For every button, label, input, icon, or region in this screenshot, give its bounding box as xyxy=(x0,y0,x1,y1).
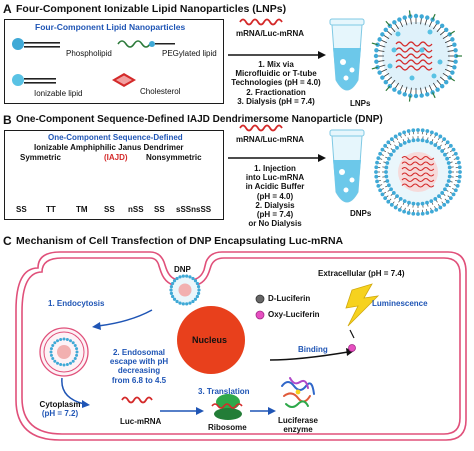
ionizable-label: Ionizable lipid xyxy=(34,89,83,98)
tube-b-icon xyxy=(329,129,365,203)
lightning-icon xyxy=(345,283,380,327)
dnp-particle-icon xyxy=(374,128,462,216)
dnp-entering-icon xyxy=(169,274,201,306)
panel-b-title: One-Component Sequence-Defined IAJD Dend… xyxy=(16,114,383,125)
panel-a-steps: 1. Mix via Microfluidic or T-tube Techno… xyxy=(226,60,326,106)
step-b-3: in Acidic Buffer xyxy=(245,182,305,192)
arrow-escape xyxy=(61,377,85,405)
pegylated-label: PEGylated lipid xyxy=(162,49,217,58)
dendrimer-label-5: nSS xyxy=(128,205,144,214)
cell-membrane xyxy=(15,251,467,441)
step-b-4: (pH = 4.0) xyxy=(256,191,294,201)
binding-label: Binding xyxy=(298,345,328,354)
dnp-product-label: DNPs xyxy=(350,209,372,218)
tube-a-icon xyxy=(329,18,365,91)
panel-b-letter: B xyxy=(3,113,12,127)
d-luciferin-dot xyxy=(255,294,265,304)
pegylated-lipid-icon xyxy=(117,40,175,48)
luciferase-label: Luciferase enzyme xyxy=(270,416,326,434)
escape-line-3: decreasing xyxy=(117,366,161,376)
panel-b-box-title: One-Component Sequence-Defined xyxy=(48,133,183,142)
dendrimer-label-7: sSSnsSS xyxy=(176,205,212,214)
step-a-3: Technologies (pH = 4.0) xyxy=(231,78,321,88)
arrow-endocytosis xyxy=(97,309,153,327)
escape-line-4: from 6.8 to 4.5 xyxy=(111,375,167,385)
step-a-1: 1. Mix via xyxy=(258,60,294,69)
dendrimer-label-1: SS xyxy=(16,205,27,214)
panel-a-letter: A xyxy=(3,2,12,16)
panel-c-title: Mechanism of Cell Transfection of DNP En… xyxy=(16,235,344,247)
step-b-7: or No Dialysis xyxy=(248,219,302,229)
dendrimer-label-4: SS xyxy=(104,205,115,214)
phospholipid-label: Phospholipid xyxy=(66,49,112,58)
panel-a-title: Four-Component Ionizable Lipid Nanoparti… xyxy=(16,3,287,15)
panel-b-dendrimer-box xyxy=(4,130,224,220)
luc-mrna-label: Luc-mRNA xyxy=(120,417,162,426)
panel-a-component-box xyxy=(4,19,224,104)
cholesterol-label: Cholesterol xyxy=(140,87,181,96)
dendrimer-label-6: SS xyxy=(154,205,165,214)
step-b-1: 1. Injection xyxy=(254,164,296,173)
panel-a-box-title: Four-Component Lipid Nanoparticles xyxy=(35,22,186,32)
endosome-icon xyxy=(39,327,89,377)
oxy-luciferin-dot xyxy=(255,310,265,320)
step-a-5: 3. Dialysis (pH = 7.4) xyxy=(237,96,315,106)
ribosome-label: Ribosome xyxy=(208,423,247,432)
panel-b-box-subtitle: Ionizable Amphiphilic Janus Dendrimer xyxy=(34,143,184,152)
dendrimer-label-2: TT xyxy=(46,205,56,214)
endocytosis-label: 1. Endocytosis xyxy=(48,299,105,308)
nucleus-label: Nucleus xyxy=(192,335,228,345)
panel-b-iajd: (IAJD) xyxy=(104,153,128,162)
dnp-label: DNP xyxy=(174,265,191,274)
translation-label: 3. Translation xyxy=(198,387,250,396)
luminescence-label: Luminescence xyxy=(372,299,428,308)
mrna-wave-a xyxy=(239,18,283,26)
luc-mrna-wave xyxy=(121,396,153,404)
cytoplasm-line-1: Cytoplasm xyxy=(39,400,81,409)
escape-label: 2. Endosomal escape with pH decreasing f… xyxy=(100,348,178,385)
ribosome-icon xyxy=(211,394,243,420)
mrna-label-b: mRNA/Luc-mRNA xyxy=(236,135,304,144)
step-b-2: into Luc-mRNA xyxy=(245,173,305,183)
phospholipid-icon xyxy=(12,38,60,50)
mrna-wave-b xyxy=(239,124,283,132)
panel-b-symmetric: Symmetric xyxy=(20,153,61,162)
step-a-2: Microfluidic or T-tube xyxy=(235,69,317,79)
ionizable-lipid-icon xyxy=(12,74,56,86)
nucleus-icon xyxy=(177,306,245,374)
extracellular-text: Extracellular (pH = 7.4) xyxy=(318,269,405,278)
luciferase-enzyme-icon xyxy=(281,377,315,408)
mrna-label-a: mRNA/Luc-mRNA xyxy=(236,29,304,38)
escape-line-2: escape with pH xyxy=(109,357,169,367)
luciferase-line-2: enzyme xyxy=(283,425,313,435)
cytoplasm-line-2: (pH = 7.2) xyxy=(41,409,79,419)
lnp-particle-icon xyxy=(371,10,462,102)
panel-b-nonsymmetric: Nonsymmetric xyxy=(146,153,202,162)
escape-line-1: 2. Endosomal xyxy=(112,348,165,357)
lnp-product-label: LNPs xyxy=(350,99,371,108)
luciferase-line-1: Luciferase xyxy=(277,416,319,425)
arrow-binding xyxy=(269,351,349,361)
oxy-luciferin-label: Oxy-Luciferin xyxy=(268,310,320,319)
panel-c-letter: C xyxy=(3,234,12,248)
d-luciferin-label: D-Luciferin xyxy=(268,294,311,303)
panel-b-steps: 1. Injection into Luc-mRNA in Acidic Buf… xyxy=(230,164,320,228)
step-a-4: 2. Fractionation xyxy=(246,87,306,97)
extracellular-label: Extracellular (pH = 7.4) xyxy=(318,270,404,278)
cholesterol-icon xyxy=(112,73,136,87)
step-b-6: (pH = 7.4) xyxy=(256,209,294,219)
dendrimer-label-3: TM xyxy=(76,205,88,214)
step-b-5: 2. Dialysis xyxy=(255,200,295,210)
cytoplasm-label: Cytoplasm (pH = 7.2) xyxy=(30,400,90,418)
oxy-luciferin-product xyxy=(348,344,356,352)
